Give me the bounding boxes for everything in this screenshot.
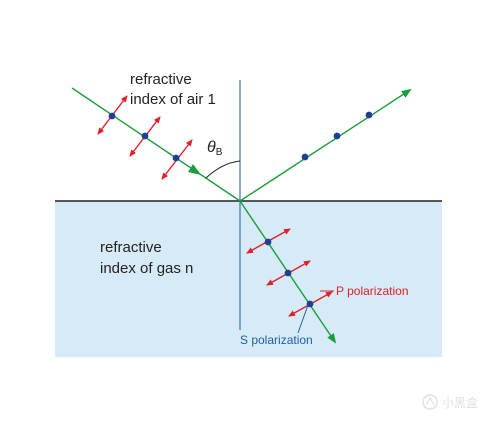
s-label-leader bbox=[297, 304, 309, 334]
s-dot bbox=[333, 132, 341, 140]
gas-index-label-line1: refractive bbox=[100, 239, 162, 256]
s-dot bbox=[301, 153, 309, 161]
s-dot bbox=[264, 238, 272, 246]
air-index-label-line1: refractive bbox=[130, 71, 192, 88]
brewster-angle-label: θB bbox=[207, 139, 223, 158]
s-dot bbox=[108, 112, 116, 120]
s-polarization-dots bbox=[108, 111, 373, 308]
gas-medium-region bbox=[55, 201, 442, 357]
s-dot bbox=[306, 300, 314, 308]
s-dot bbox=[141, 132, 149, 140]
brewster-angle-arc bbox=[205, 160, 241, 179]
s-dot bbox=[365, 111, 373, 119]
s-polarization-label: S polarization bbox=[240, 333, 313, 347]
watermark: 小黑盒 bbox=[422, 394, 478, 410]
s-dot bbox=[284, 269, 292, 277]
watermark-logo-icon bbox=[422, 394, 438, 410]
reflected-ray bbox=[239, 88, 412, 202]
watermark-text: 小黑盒 bbox=[442, 395, 478, 410]
air-index-label-line2: index of air 1 bbox=[130, 91, 216, 108]
incident-ray-arrowhead bbox=[188, 164, 201, 175]
gas-index-label-line2: index of gas n bbox=[100, 260, 193, 277]
watermark-logo-mark bbox=[425, 396, 435, 406]
s-dot bbox=[172, 154, 180, 162]
p-polarization-label: P polarization bbox=[336, 284, 409, 298]
